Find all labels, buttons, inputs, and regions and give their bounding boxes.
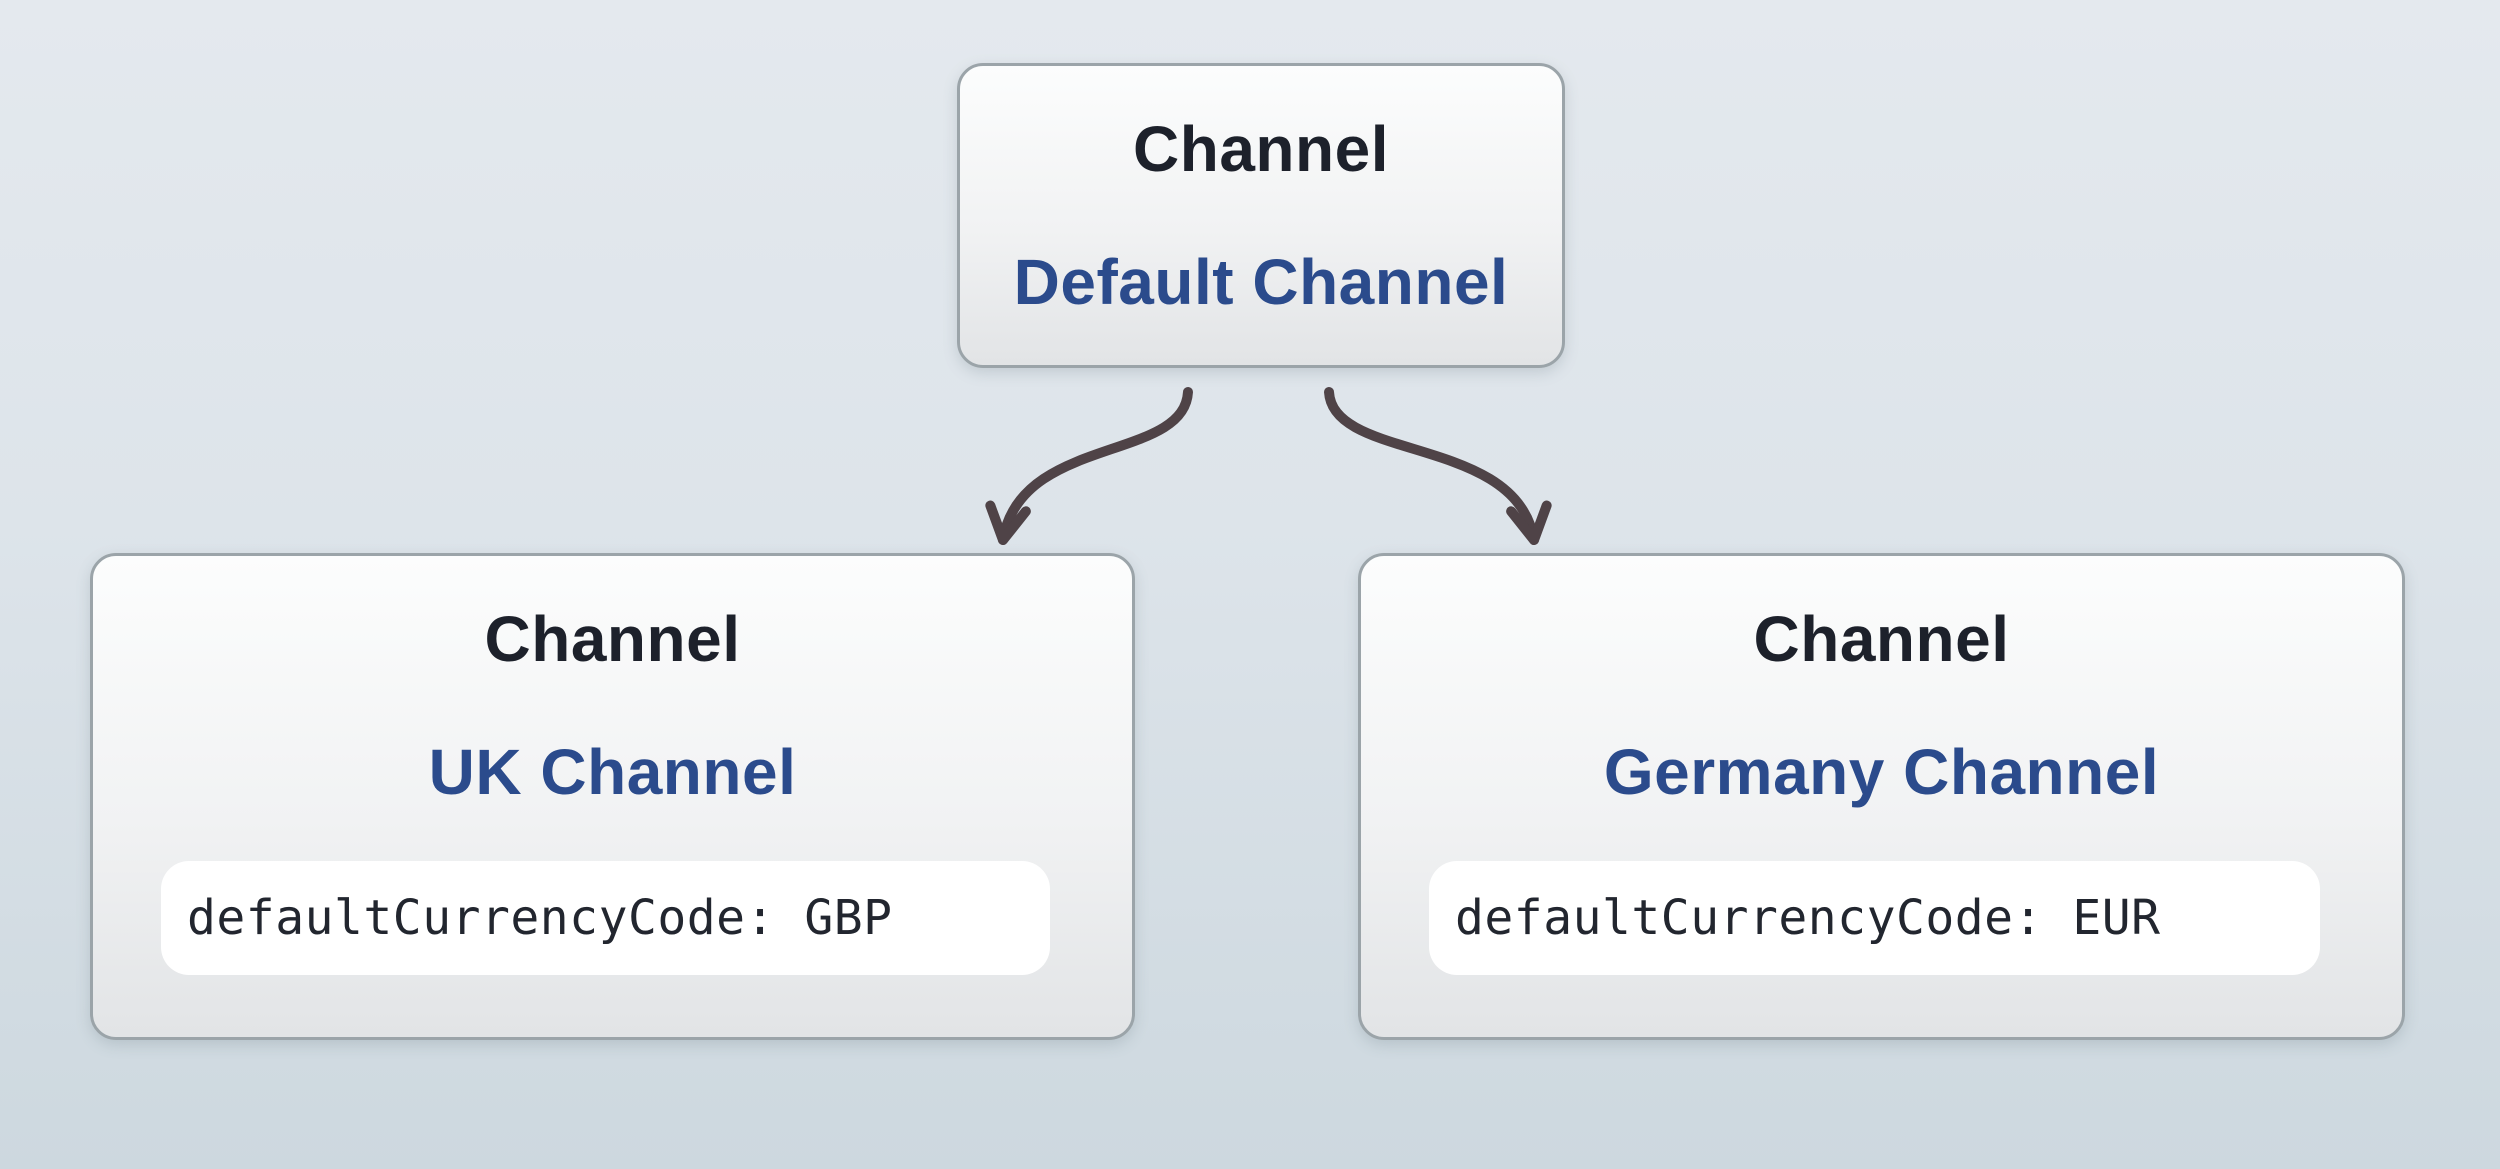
attribute-text: defaultCurrencyCode: EUR [1455,890,2161,946]
node-germany-channel: Channel Germany Channel defaultCurrencyC… [1358,553,2405,1040]
node-type-label: Channel [1133,113,1389,185]
attribute-text: defaultCurrencyCode: GBP [187,890,893,946]
node-name-label: Germany Channel [1603,736,2160,808]
node-type-label: Channel [484,603,741,675]
node-type-label: Channel [1753,603,2010,675]
arrow-to-uk-channel [985,387,1193,545]
attribute-pill: defaultCurrencyCode: EUR [1429,861,2320,975]
node-name-label: Default Channel [1013,246,1509,318]
node-default-channel: Channel Default Channel [957,63,1565,368]
node-name-label: UK Channel [428,736,797,808]
node-uk-channel: Channel UK Channel defaultCurrencyCode: … [90,553,1135,1040]
attribute-pill: defaultCurrencyCode: GBP [161,861,1050,975]
arrow-to-germany-channel [1324,387,1552,545]
